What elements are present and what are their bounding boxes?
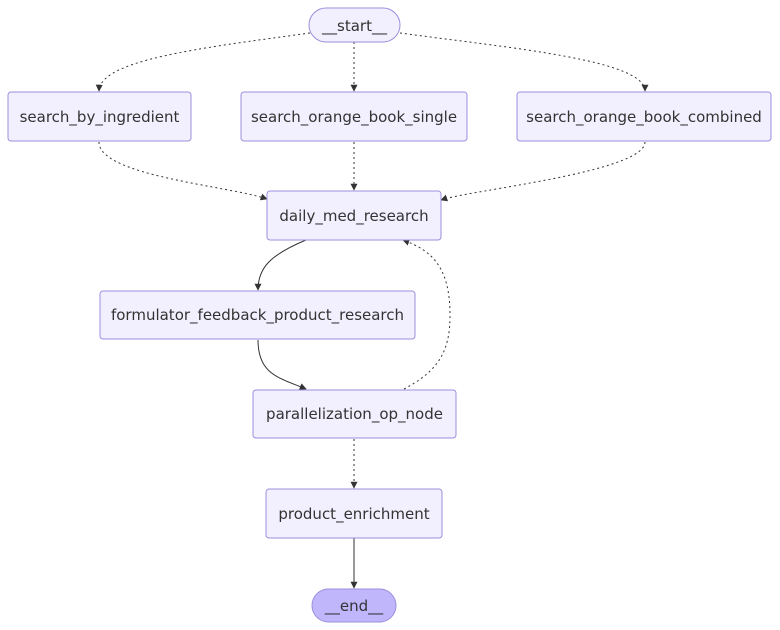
edge-parallelization-to-daily-med-research (402, 238, 451, 390)
node-product-enrichment: product_enrichment (265, 488, 443, 539)
node-search-orange-book-single-label: search_orange_book_single (251, 108, 457, 127)
edge-start-to-search-orange-book-combined (399, 32, 649, 92)
node-formulator-feedback-product-research-label: formulator_feedback_product_research (111, 306, 404, 325)
node-daily-med-research: daily_med_research (266, 190, 442, 241)
node-formulator-feedback-product-research: formulator_feedback_product_research (99, 290, 416, 340)
edges (95, 32, 649, 589)
node-search-orange-book-combined: search_orange_book_combined (516, 91, 772, 142)
node-search-orange-book-combined-label: search_orange_book_combined (526, 108, 762, 127)
node-daily-med-research-label: daily_med_research (279, 207, 428, 226)
node-end-label: __end__ (324, 597, 384, 616)
node-start: __start__ (308, 7, 401, 43)
node-product-enrichment-label: product_enrichment (278, 505, 429, 524)
node-start-label: __start__ (321, 17, 387, 36)
edge-daily-med-research-to-formulator-feedback (254, 239, 307, 291)
node-parallelization-op-node-label: parallelization_op_node (266, 405, 443, 424)
edge-search-by-ingredient-to-daily-med-research (98, 141, 268, 201)
node-search-by-ingredient: search_by_ingredient (7, 91, 192, 142)
node-end: __end__ (311, 588, 397, 623)
node-search-by-ingredient-label: search_by_ingredient (20, 108, 180, 127)
edge-start-to-search-by-ingredient (95, 32, 311, 92)
edge-search-orange-book-combined-to-daily-med-research (440, 141, 646, 202)
edge-formulator-feedback-to-parallelization (257, 339, 307, 390)
node-parallelization-op-node: parallelization_op_node (252, 389, 457, 439)
node-search-orange-book-single: search_orange_book_single (240, 91, 468, 142)
